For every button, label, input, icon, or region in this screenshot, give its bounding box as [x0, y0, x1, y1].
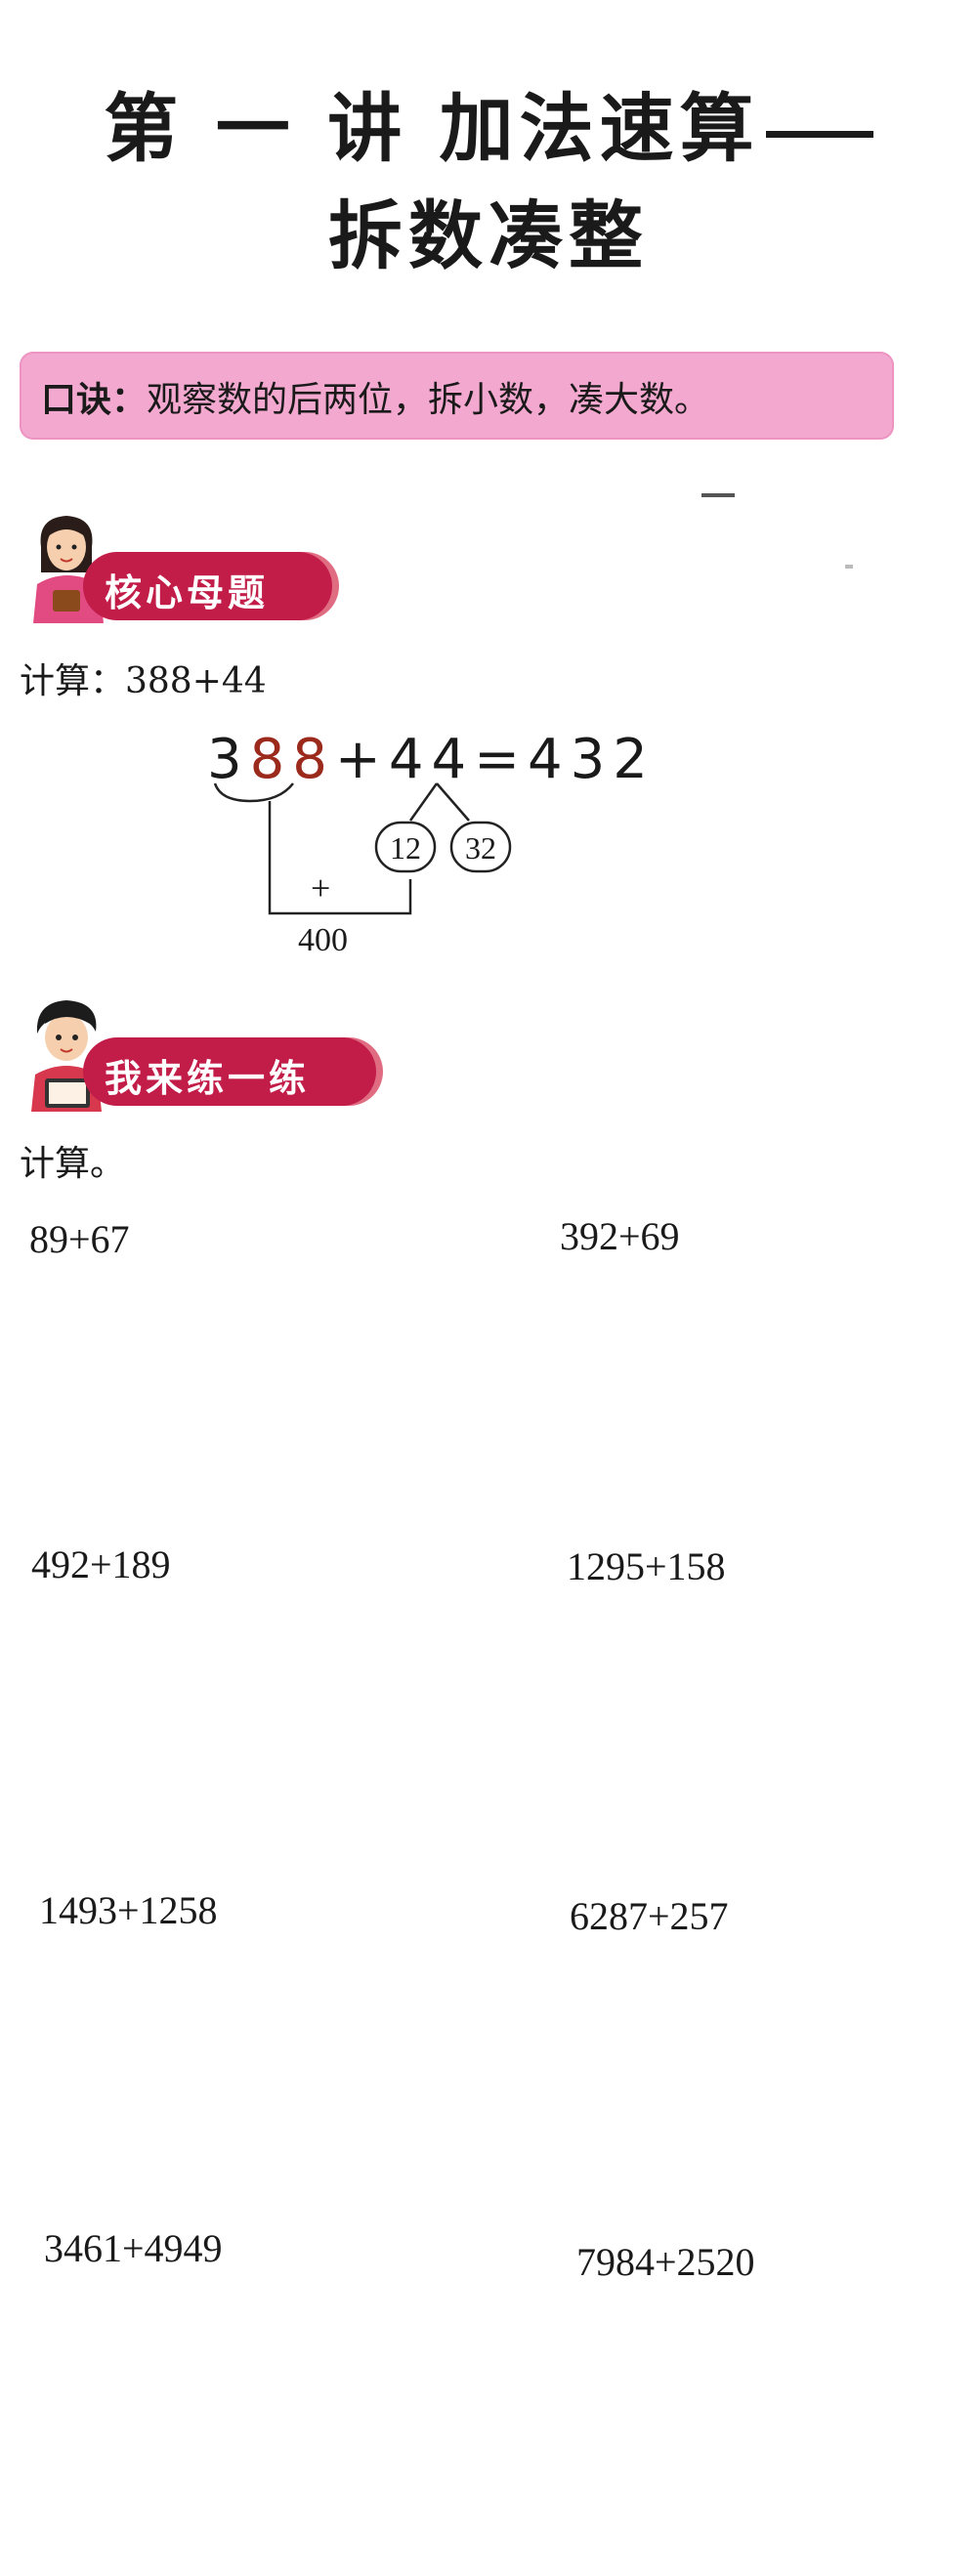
practice-problem: 7984+2520: [576, 2240, 755, 2284]
eq-digit: 3: [207, 728, 250, 791]
stray-mark: [701, 493, 735, 497]
mnemonic-text: 观察数的后两位，拆小数，凑大数。: [147, 380, 710, 420]
eq-rest: +44=432: [334, 728, 656, 791]
boy-mascot-icon: [31, 1000, 102, 1112]
plus-sign: +: [311, 868, 331, 908]
page-title: 第 一 讲 加法速算: [0, 68, 977, 176]
mnemonic-label: 口诀：: [41, 380, 148, 420]
section-practice-header: 我来练一练: [83, 1037, 376, 1106]
example-equation: 388+44=432: [207, 728, 656, 791]
practice-problem: 3461+4949: [44, 2226, 223, 2270]
stray-mark: [845, 565, 853, 569]
split-value-a: 12: [390, 830, 421, 866]
section-core-label: 核心母题: [105, 571, 270, 614]
mnemonic-banner: 口诀：观察数的后两位，拆小数，凑大数。: [20, 352, 894, 440]
section-core-header: 核心母题: [83, 552, 332, 620]
practice-problem: 392+69: [560, 1214, 680, 1258]
practice-problem: 6287+257: [570, 1894, 729, 1938]
title-dash: [765, 130, 873, 138]
practice-problem: 492+189: [31, 1542, 171, 1586]
practice-problem: 1295+158: [567, 1544, 726, 1588]
practice-problem: 1493+1258: [39, 1888, 218, 1932]
practice-problem: 89+67: [29, 1217, 130, 1261]
partial-sum: 400: [298, 922, 348, 958]
eq-highlight: 88: [249, 728, 335, 791]
split-value-b: 32: [465, 830, 496, 866]
example-diagram: [213, 782, 512, 915]
section-practice-label: 我来练一练: [105, 1057, 311, 1100]
example-prompt: 计算：388+44: [20, 661, 267, 701]
practice-prompt: 计算。: [20, 1144, 126, 1184]
page-subtitle: 拆数凑整: [328, 192, 649, 279]
